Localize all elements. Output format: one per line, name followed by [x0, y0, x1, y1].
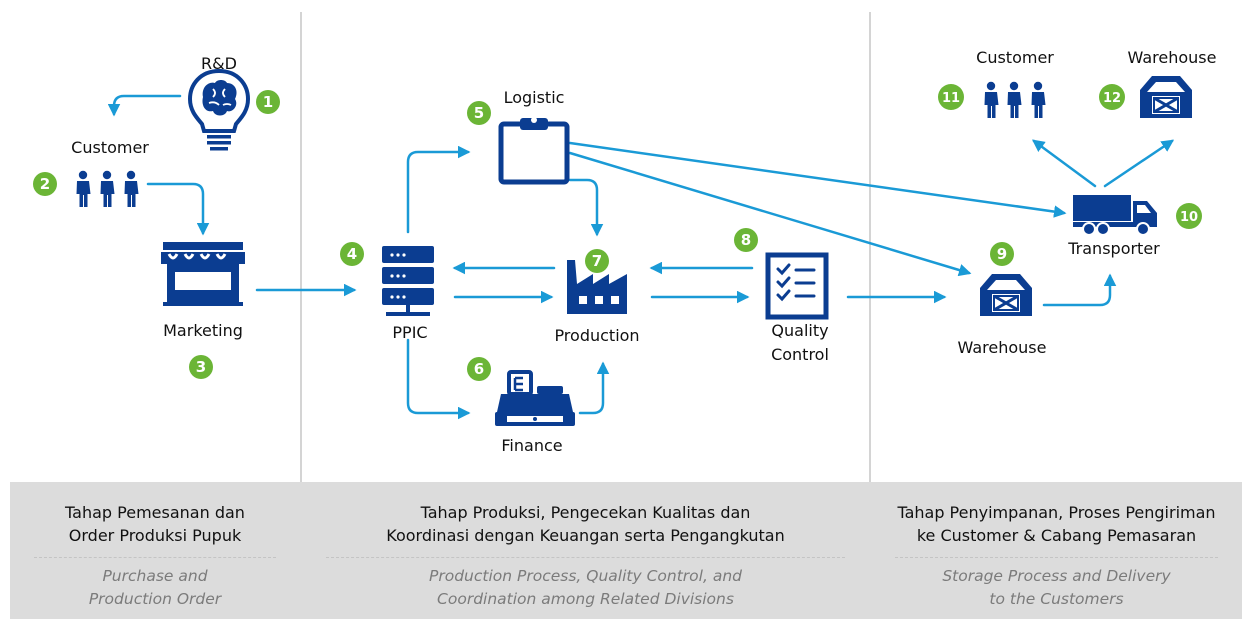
- svg-text:12: 12: [1103, 91, 1121, 106]
- label-logistic: Logistic: [504, 88, 565, 107]
- process-flow-diagram: R&D Customer Marketing PPIC Logistic Fin…: [33, 48, 1216, 455]
- svg-text:4: 4: [347, 245, 357, 263]
- clipboard-icon: [498, 117, 570, 185]
- label-customer-right: Customer: [976, 48, 1054, 67]
- warehouse-icon: [978, 272, 1034, 318]
- svg-text:11: 11: [942, 91, 960, 106]
- step-badge-9: 9: [990, 242, 1014, 266]
- label-warehouse-right: Warehouse: [1128, 48, 1217, 67]
- label-quality-control: Quality: [771, 321, 828, 340]
- arrow-transporter-to-warehouse: [1103, 139, 1175, 188]
- step-badge-12: 12: [1099, 84, 1125, 110]
- arrow-ppic-to-finance: [406, 338, 471, 420]
- arrow-finance-to-production: [578, 361, 610, 415]
- svg-text:6: 6: [474, 360, 484, 378]
- truck-icon: [1073, 195, 1157, 236]
- label-rnd: R&D: [201, 54, 237, 73]
- phase-footer-delivery: Tahap Penyimpanan, Proses Pengiriman ke …: [871, 482, 1242, 619]
- phase-title-line: Tahap Produksi, Pengecekan Kualitas dan: [420, 503, 751, 522]
- step-badge-11: 11: [938, 84, 964, 110]
- svg-text:1: 1: [263, 93, 273, 111]
- phase-subtitle-line: Coordination among Related Divisions: [437, 590, 734, 608]
- panel-divider: [869, 12, 871, 482]
- step-badge-8: 8: [734, 228, 758, 252]
- customer-group-icon: [76, 170, 139, 207]
- label-marketing: Marketing: [163, 321, 243, 340]
- cash-register-icon: [495, 370, 575, 426]
- svg-text:2: 2: [40, 175, 50, 193]
- step-badge-1: 1: [256, 90, 280, 114]
- customer-group-icon: [984, 81, 1046, 118]
- label-customer-left: Customer: [71, 138, 149, 157]
- node-labels: R&D Customer Marketing PPIC Logistic Fin…: [71, 48, 1216, 455]
- label-transporter: Transporter: [1067, 239, 1160, 258]
- phase-subtitle-line: Storage Process and Delivery: [942, 567, 1171, 585]
- phase-title-line: ke Customer & Cabang Pemasaran: [916, 526, 1197, 545]
- arrow-ppic-to-logistic: [406, 145, 471, 234]
- arrow-warehouse-to-transporter: [1042, 273, 1117, 307]
- label-warehouse-mid: Warehouse: [958, 338, 1047, 357]
- phase-subtitle-line: Purchase and: [102, 567, 208, 585]
- phase-subtitle-line: to the Customers: [989, 590, 1124, 608]
- step-badge-3: 3: [189, 355, 213, 379]
- phase-title-id: Tahap Produksi, Pengecekan Kualitas dan …: [302, 501, 869, 547]
- phase-title-en: Production Process, Quality Control, and…: [302, 565, 869, 611]
- dashed-divider: [326, 557, 845, 558]
- phase-subtitle-line: Production Order: [88, 590, 222, 608]
- label-quality-control: Control: [771, 345, 829, 364]
- step-badge-2: 2: [33, 172, 57, 196]
- phase-title-line: Order Produksi Pupuk: [68, 526, 242, 545]
- svg-text:10: 10: [1180, 210, 1198, 225]
- phase-panel-ordering: [10, 12, 301, 482]
- step-badges: 1 2 3 4 5 6 7 8 9 10 11 12: [33, 84, 1202, 381]
- step-badge-7: 7: [585, 249, 609, 273]
- dashed-divider: [34, 557, 276, 558]
- checklist-icon: [765, 252, 829, 320]
- storefront-icon: [161, 242, 245, 306]
- factory-icon: [567, 260, 627, 314]
- phase-footer-ordering: Tahap Pemesanan dan Order Produksi Pupuk…: [10, 482, 300, 619]
- arrow-transporter-to-customer: [1031, 139, 1097, 188]
- svg-text:5: 5: [474, 104, 484, 122]
- svg-text:9: 9: [997, 245, 1007, 263]
- label-production: Production: [554, 326, 639, 345]
- flow-arrows: [107, 94, 1175, 420]
- phase-title-en: Storage Process and Delivery to the Cust…: [871, 565, 1242, 611]
- arrow-logistic-to-production: [568, 178, 604, 237]
- dashed-divider: [895, 557, 1218, 558]
- step-badge-10: 10: [1176, 203, 1202, 229]
- server-icon: [382, 246, 434, 316]
- label-ppic: PPIC: [392, 323, 427, 342]
- phase-footer-production: Tahap Produksi, Pengecekan Kualitas dan …: [302, 482, 869, 619]
- phase-title-line: Koordinasi dengan Keuangan serta Pengang…: [386, 526, 785, 545]
- lightbulb-brain-icon: [187, 68, 251, 151]
- step-badge-4: 4: [340, 242, 364, 266]
- arrow-logistic-to-transporter: [568, 141, 1067, 218]
- panel-divider: [300, 12, 302, 482]
- arrow-logistic-to-warehouse: [568, 151, 972, 277]
- phase-title-line: Tahap Pemesanan dan: [65, 503, 245, 522]
- phase-title-id: Tahap Penyimpanan, Proses Pengiriman ke …: [871, 501, 1242, 547]
- svg-text:7: 7: [592, 252, 602, 270]
- step-badge-5: 5: [467, 101, 491, 125]
- phase-title-line: Tahap Penyimpanan, Proses Pengiriman: [897, 503, 1216, 522]
- phase-subtitle-line: Production Process, Quality Control, and: [429, 567, 742, 585]
- arrow-customer-to-marketing: [146, 182, 210, 236]
- phase-title-id: Tahap Pemesanan dan Order Produksi Pupuk: [10, 501, 300, 547]
- arrow-rnd-to-customer: [107, 94, 182, 117]
- phase-title-en: Purchase and Production Order: [10, 565, 300, 611]
- step-badge-6: 6: [467, 357, 491, 381]
- svg-text:3: 3: [196, 358, 206, 376]
- svg-text:8: 8: [741, 231, 751, 249]
- warehouse-icon: [1138, 74, 1194, 120]
- label-finance: Finance: [501, 436, 562, 455]
